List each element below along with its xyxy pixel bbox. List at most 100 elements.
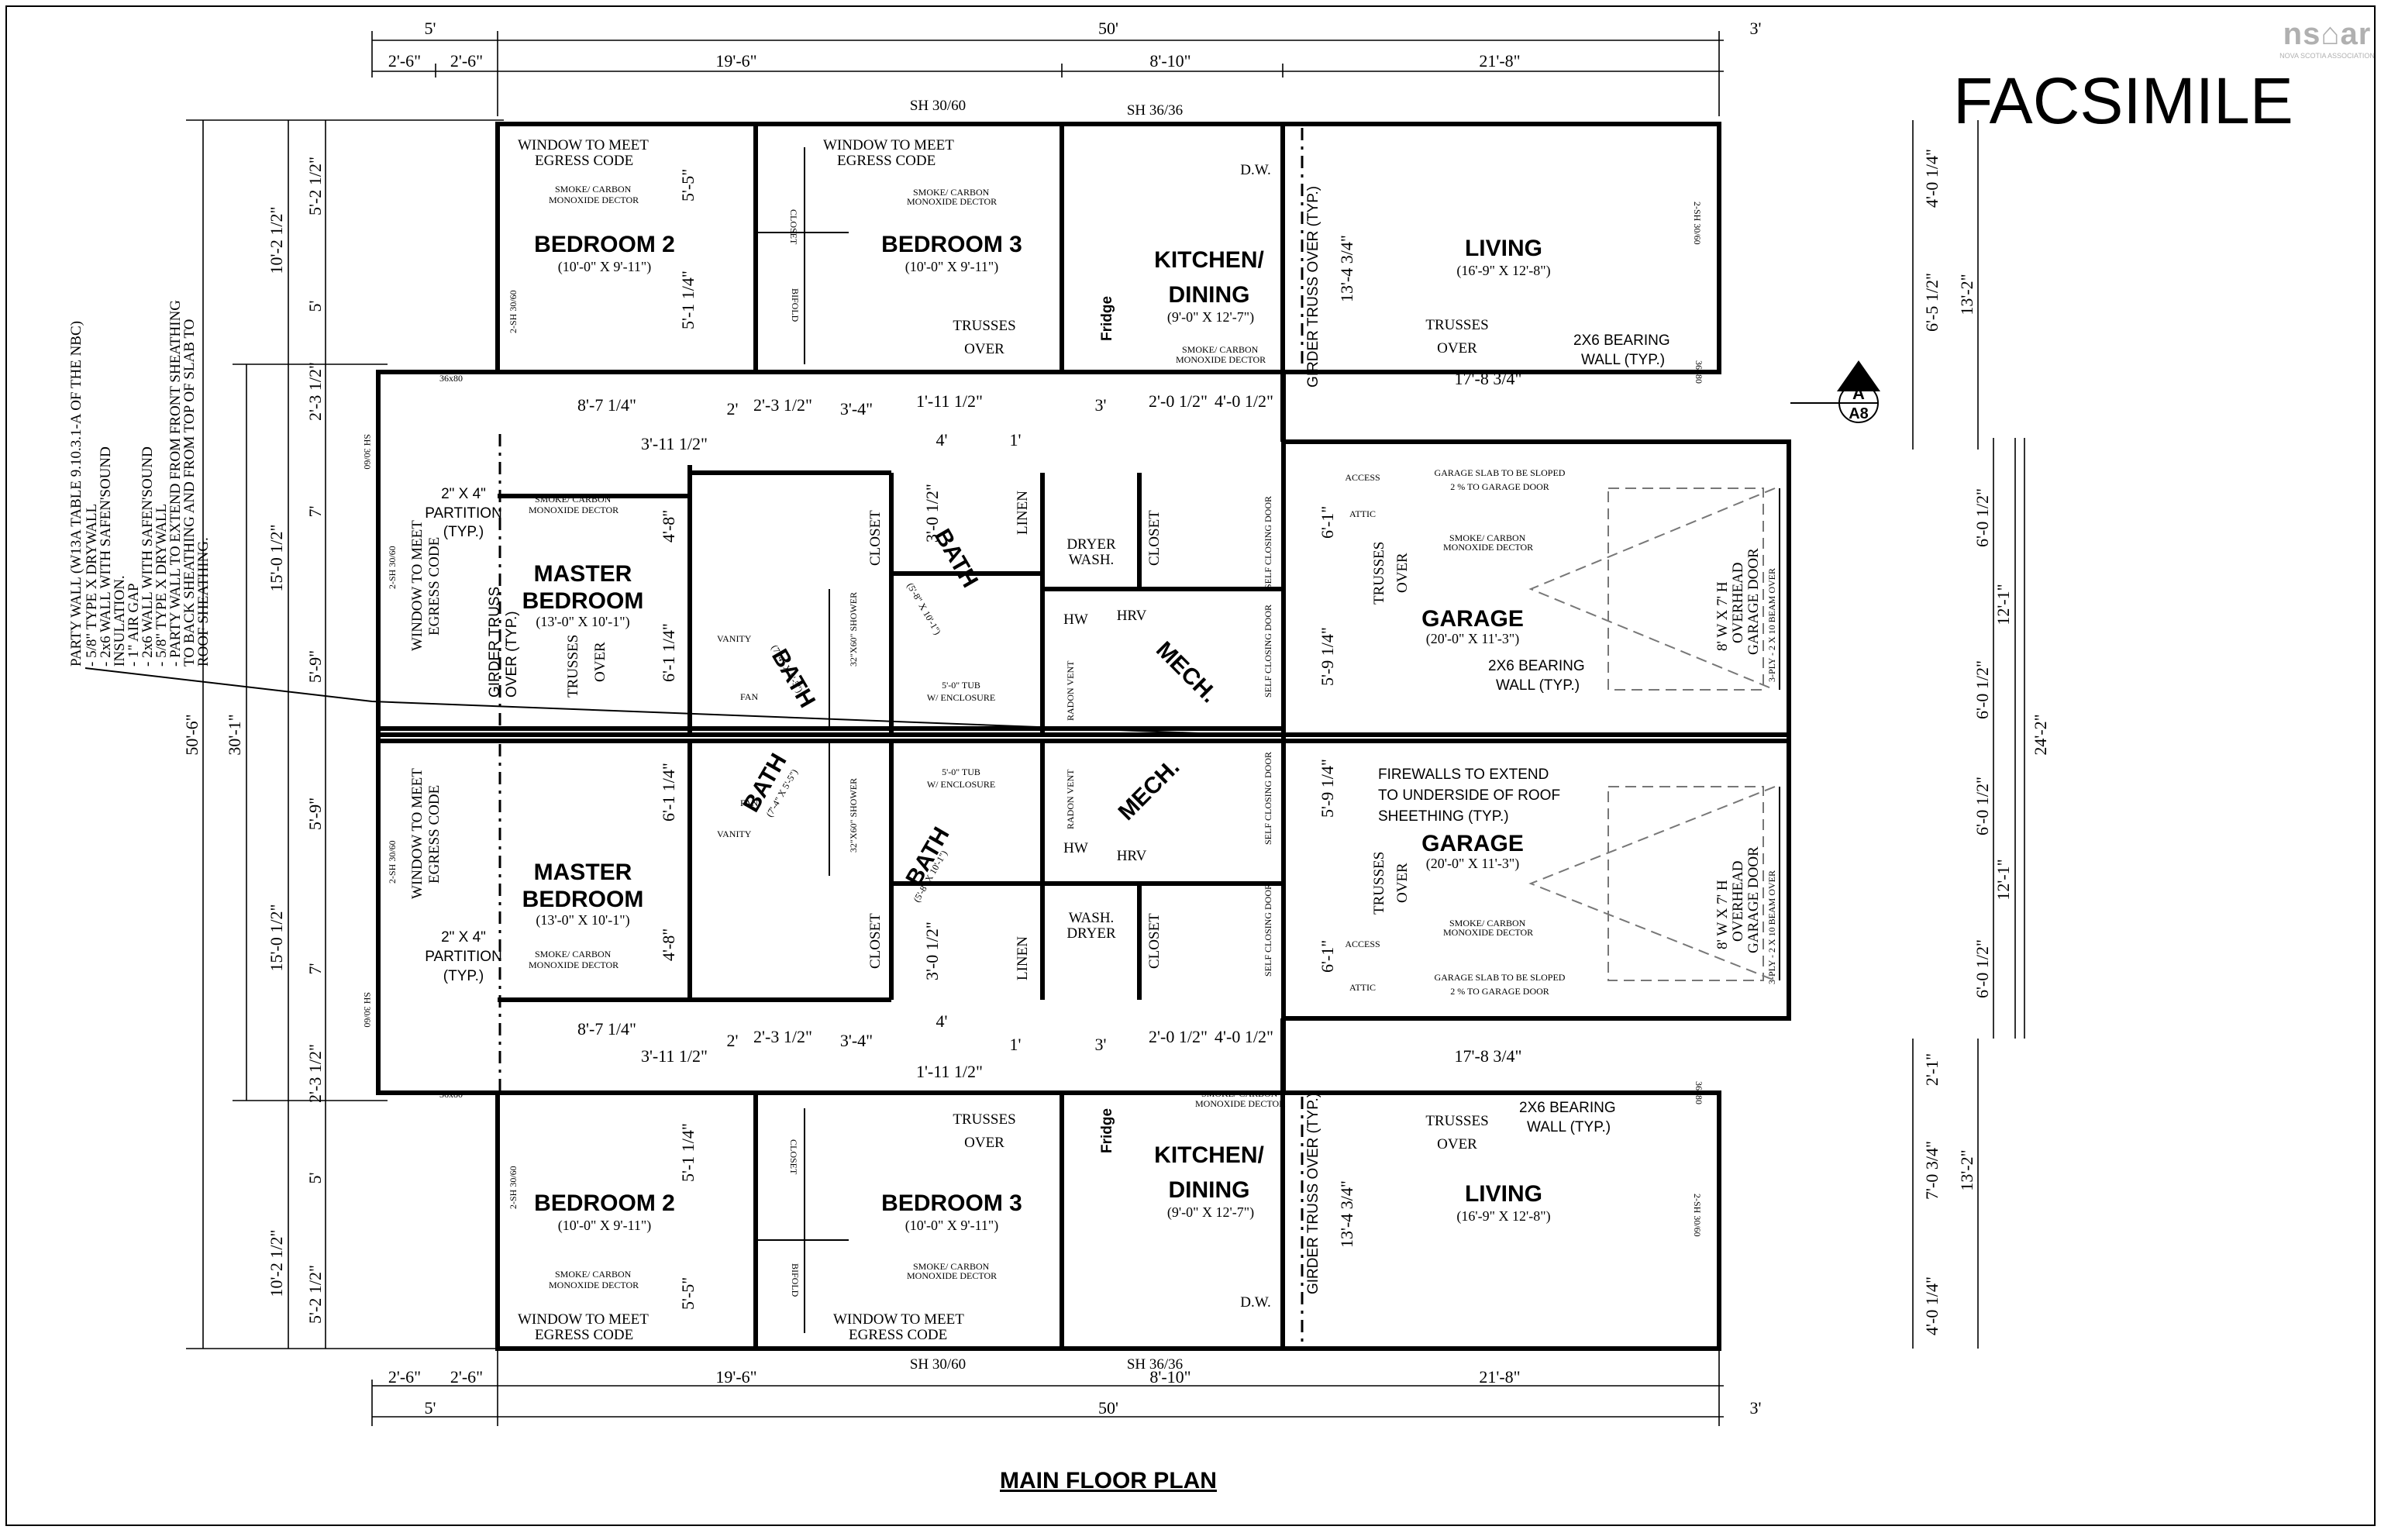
closet-lower-2: CLOSET: [1146, 913, 1163, 969]
dim-top-3ft: 3': [1750, 19, 1762, 38]
kitchen-size: (9'-0" X 12'-7"): [1167, 309, 1254, 326]
party-wall-line-8: - PARTY WALL TO EXTEND FROM FRONT SHEATH…: [167, 300, 184, 667]
lower-master-smoke-2: MONOXIDE DECTOR: [529, 959, 619, 970]
master-smoke-1: SMOKE/ CARBON: [535, 494, 612, 505]
dim-right-12ft1-bot: 12'-1": [1993, 859, 2013, 900]
section-letter: A: [1852, 384, 1865, 403]
garage-lower-overhead-3: GARAGE DOOR: [1745, 846, 1762, 953]
dim-right-2ft1: 2'-1": [1922, 1053, 1942, 1086]
party-wall-line-2: - 5/8" TYPE X DRYWALL: [84, 504, 100, 667]
bedroom2-window-1: WINDOW TO MEET: [518, 137, 649, 153]
lower-living-bearing-1: 2X6 BEARING: [1519, 1100, 1616, 1116]
dim-left-2ft3-bot: 2'-3 1/2": [305, 1044, 325, 1103]
dryer-lower: DRYER: [1066, 925, 1116, 942]
lower-living-dim-17ft: 17'-8 3/4": [1455, 1046, 1522, 1066]
garage-lower-door-1: SELF CLOSING DOOR: [1263, 752, 1273, 845]
living-dim-17ft: 17'-8 3/4": [1455, 369, 1522, 388]
garage-door-lower: [1528, 786, 1788, 981]
dim-lower-5ft1: 5'-1 1/4": [678, 1123, 698, 1182]
living-bearing-1: 2X6 BEARING: [1573, 332, 1670, 349]
lower-master-window: WINDOW TO MEET: [409, 768, 426, 899]
wash-lower: WASH.: [1069, 910, 1115, 926]
garage-upper-bearing-2: WALL (TYP.): [1496, 677, 1580, 694]
upper-sh2-bedroom2: 2-SH 30/60: [508, 290, 519, 333]
dim-upper-3ft0: 3'-0 1/2": [922, 484, 942, 543]
dim-top-seg2: 2'-6": [450, 51, 483, 71]
dim-upper-2ft3: 2'-3 1/2": [753, 395, 812, 415]
girder-kitchen-bot: GIRDER TRUSS OVER (TYP.): [1305, 1093, 1321, 1294]
closet-lower-3: CLOSET: [788, 1139, 799, 1175]
bath-lower-tub-1: 5'-0" TUB: [942, 767, 980, 777]
kitchen-dw: D.W.: [1240, 162, 1270, 178]
upper-sh3060: SH 30/60: [910, 98, 966, 114]
master-egress: EGRESS CODE: [426, 537, 443, 636]
bedroom3-smoke-1: SMOKE/ CARBON: [913, 187, 990, 198]
master-window: WINDOW TO MEET: [409, 520, 426, 651]
dim-top-seg1: 2'-6": [388, 51, 421, 71]
dim-lower-2ft3: 2'-3 1/2": [753, 1027, 812, 1046]
bifold-upper: BIFOLD: [790, 288, 801, 322]
bedroom3-label: BEDROOM 3: [881, 232, 1022, 257]
dim-lower-4ft0: 4'-0 1/2": [1215, 1027, 1273, 1046]
hrv-lower: HRV: [1117, 848, 1147, 864]
lower-living-trusses: TRUSSES: [1425, 1113, 1488, 1129]
lower-bedroom3-over: OVER: [964, 1135, 1004, 1151]
lower-bedroom2-window-2: EGRESS CODE: [535, 1327, 633, 1343]
dim-upper-6ft1: 6'-1 1/4": [659, 623, 678, 682]
garage-upper-beam: 3-PLY - 2 X 10 BEAM OVER: [1766, 568, 1777, 682]
garage-upper-smoke-1: SMOKE/ CARBON: [1449, 532, 1526, 543]
lower-door-36x80: 36x80: [439, 1089, 463, 1100]
bedroom3-window-2: EGRESS CODE: [837, 153, 936, 169]
wash-upper: WASH.: [1069, 552, 1115, 568]
bath2-upper-size: (5'-8" X 10'-1"): [905, 581, 943, 637]
closet-lower-1: CLOSET: [867, 913, 884, 969]
dim-upper-4ft: 4': [936, 430, 948, 450]
living-label: LIVING: [1465, 236, 1542, 261]
garage-lower-door-2: SELF CLOSING DOOR: [1263, 884, 1273, 977]
linen-upper: LINEN: [1015, 491, 1031, 535]
lower-sh-side: SH 30/60: [362, 992, 373, 1028]
dim-right-24ft2: 24'-2": [2031, 714, 2050, 755]
dim-top-seg5: 21'-8": [1479, 51, 1520, 71]
party-wall-line-10: ROOF SHEATHING.: [195, 537, 212, 667]
dim-left-50ft6: 50'-6": [182, 714, 202, 755]
lower-bedroom3-label: BEDROOM 3: [881, 1190, 1022, 1216]
dim-upper-3ft11: 3'-11 1/2": [641, 434, 708, 453]
garage-upper-overhead-3: GARAGE DOOR: [1745, 548, 1762, 655]
garage-upper-door-2: SELF CLOSING DOOR: [1263, 605, 1273, 698]
living-trusses: TRUSSES: [1425, 317, 1488, 333]
garage-lower-slab-2: 2 % TO GARAGE DOOR: [1450, 986, 1549, 997]
garage-upper-slab-2: 2 % TO GARAGE DOOR: [1450, 481, 1549, 492]
upper-sh-side: SH 30/60: [362, 434, 373, 470]
dim-left-7ft-top: 7': [305, 505, 325, 517]
dim-left-5ft-bot: 5': [305, 1172, 325, 1183]
garage-upper-door-1: SELF CLOSING DOOR: [1263, 496, 1273, 589]
kitchen-label: KITCHEN/: [1154, 247, 1264, 273]
lower-bedroom3-size: (10'-0" X 9'-11"): [905, 1218, 999, 1234]
party-wall-line-9: TO BACK SHEATHING AND FROM TOP OF SLAB T…: [181, 319, 198, 667]
dim-left-30ft1: 30'-1": [225, 714, 244, 755]
master-trusses: TRUSSES: [565, 635, 581, 698]
party-wall-line-4: INSULATION.: [112, 575, 128, 667]
living-size: (16'-9" X 12'-8"): [1456, 263, 1550, 279]
garage-upper-overhead-2: OVERHEAD: [1730, 563, 1746, 644]
dim-bot-seg3: 19'-6": [715, 1367, 756, 1387]
hrv-upper: HRV: [1117, 608, 1147, 624]
garage-lower-smoke-1: SMOKE/ CARBON: [1449, 918, 1526, 928]
lower-kitchen-size: (9'-0" X 12'-7"): [1167, 1204, 1254, 1221]
lower-kitchen-fridge: Fridge: [1099, 1108, 1115, 1153]
upper-sh2-master: 2-SH 30/60: [387, 546, 398, 589]
closet-upper-1: CLOSET: [867, 510, 884, 566]
hw-upper: HW: [1063, 612, 1088, 628]
dim-lower-1ft: 1': [1010, 1035, 1022, 1054]
dim-right-6ft-a: 6'-0 1/2": [1973, 488, 1992, 547]
dim-right-13ft2-bot: 13'-2": [1957, 1149, 1976, 1190]
dim-right-13ft2-top: 13'-2": [1957, 274, 1976, 315]
dim-top-5ft: 5': [425, 19, 436, 38]
dim-upper-1ft11: 1'-11 1/2": [916, 391, 983, 411]
dim-lower-3ft11: 3'-11 1/2": [641, 1046, 708, 1066]
garage-upper-trusses: TRUSSES: [1371, 542, 1387, 605]
facsimile-watermark: FACSIMILE: [1953, 64, 2293, 137]
dim-bot-seg2: 2'-6": [450, 1367, 483, 1387]
master-label: MASTER: [534, 561, 632, 587]
